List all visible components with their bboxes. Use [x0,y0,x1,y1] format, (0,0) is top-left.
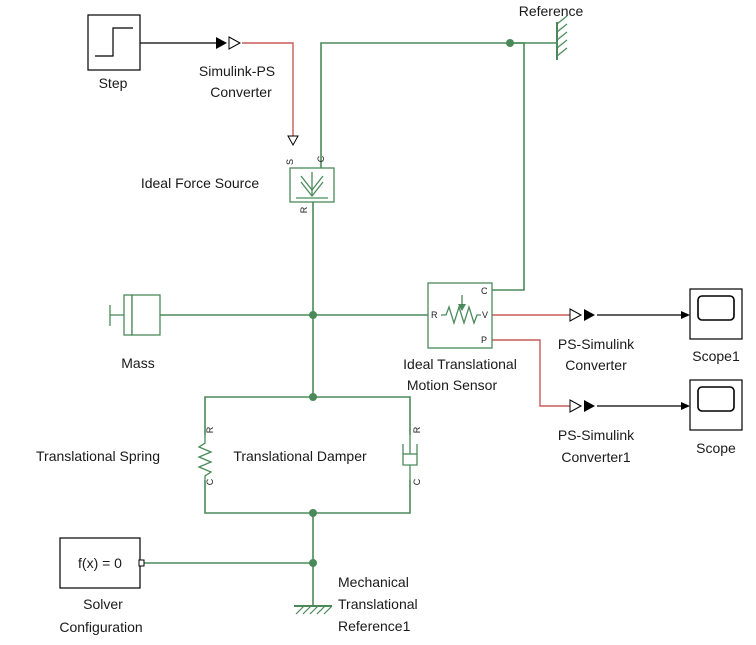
translational-damper-block[interactable] [402,435,418,480]
solver-port-icon [138,559,145,567]
translational-spring-block[interactable] [197,435,213,480]
simulink-ps-label-line1: Simulink-PS [199,63,275,79]
mech-ref-label-line3: Reference1 [338,618,411,634]
hatch-mark [302,605,312,615]
sensor-body[interactable] [427,282,493,349]
source-s-port-icon [287,135,299,147]
converter-input-arrow-icon [216,37,227,49]
reference-hatch [556,15,568,57]
junction-dot [506,39,514,47]
hatch-mark [556,47,568,57]
scope1-label: Scope1 [692,348,740,364]
spring-icon [197,435,213,480]
spring-label: Translational Spring [36,448,160,464]
motion-sensor-label-line1: Ideal Translational [403,356,517,372]
ps-line-to-source[interactable] [242,42,294,136]
step-label: Step [99,75,128,91]
ps-line-sensor-p[interactable] [492,339,570,407]
converter-input-arrow-icon [569,308,583,322]
ps-simulink-label-line2: Converter [565,357,627,373]
line-reference-to-sensor-c[interactable] [492,42,525,291]
damper-label: Translational Damper [233,448,367,464]
spring-c-port-label: C [205,478,215,485]
solver-config-label-line2: Configuration [59,619,142,635]
sensor-r-port-label: R [431,310,438,320]
sensor-v-port-label: V [482,310,488,320]
motion-sensor-block[interactable] [427,282,493,349]
ps-simulink-label-line1: PS-Simulink [558,336,635,352]
solver-config-label-line1: Solver [83,596,123,612]
converter-output-arrow-icon [584,400,595,412]
mech-ref-label-line2: Translational [338,596,418,612]
line-bottom-loop[interactable] [204,480,411,514]
sensor-spring-icon [441,304,481,326]
solver-expression: f(x) = 0 [78,555,122,571]
sensor-p-port-label: P [481,335,487,345]
line-source-c-to-reference[interactable] [320,42,557,168]
reference-block[interactable] [556,15,568,60]
ps-simulink1-label-line1: PS-Simulink [558,427,635,443]
ps-simulink-converter[interactable] [569,308,595,322]
scope-screen-icon [697,295,735,321]
solver-config-body[interactable] [59,537,141,589]
mech-ref-block[interactable] [294,605,333,615]
scope-label: Scope [696,440,736,456]
source-s-port-label: S [285,159,295,165]
ideal-force-source-label: Ideal Force Source [141,175,259,191]
converter-output-arrow-icon [228,36,242,50]
damper-c-port-label: C [412,478,422,485]
scope-block[interactable] [689,379,743,431]
line-top-damper[interactable] [313,396,411,435]
damper-r-port-label: R [412,426,422,433]
scope-screen-icon [697,386,735,412]
solver-config-block[interactable]: f(x) = 0 [59,537,145,589]
converter-input-arrow-icon [569,399,583,413]
junction-dot [309,393,317,401]
arrow-scope [681,402,690,410]
sensor-wiper-arrow-icon [458,304,466,311]
junction-dot [309,559,317,567]
hatch-mark [556,15,568,25]
hatch-mark [309,605,319,615]
step-icon [95,27,133,57]
ps-simulink-converter1[interactable] [569,399,595,413]
mass-label: Mass [121,355,154,371]
hatch-mark [316,605,326,615]
reference-label: Reference [519,3,584,19]
hatch-mark [556,31,568,41]
simulink-ps-label-line2: Converter [210,84,272,100]
mech-ref-label-line1: Mechanical [338,574,409,590]
hatch-mark [556,39,568,49]
junction-dots [309,39,514,567]
hatch-mark [295,605,305,615]
step-block[interactable] [87,14,141,71]
mech-ref-hatch [295,605,333,615]
motion-sensor-label-line2: Motion Sensor [407,377,498,393]
simulink-ps-converter[interactable] [216,36,242,50]
ideal-force-source-block[interactable] [287,135,335,203]
hatch-mark [323,605,333,615]
source-r-port-label: R [299,206,309,213]
mass-block[interactable] [109,294,161,336]
hatch-mark [556,23,568,33]
junction-dot [309,509,317,517]
spring-r-port-label: R [205,426,215,433]
sensor-c-port-label: C [481,286,488,296]
mass-plate-icon [123,294,133,336]
ps-simulink1-label-line2: Converter1 [561,449,630,465]
line-top-spring[interactable] [204,396,313,435]
junction-dot [309,311,317,319]
scope1-block[interactable] [689,288,743,340]
mass-body-icon [131,294,161,336]
arrow-scope1 [681,311,690,319]
converter-output-arrow-icon [584,309,595,321]
source-c-port-label: C [316,155,326,162]
step-block-body[interactable] [87,14,141,71]
